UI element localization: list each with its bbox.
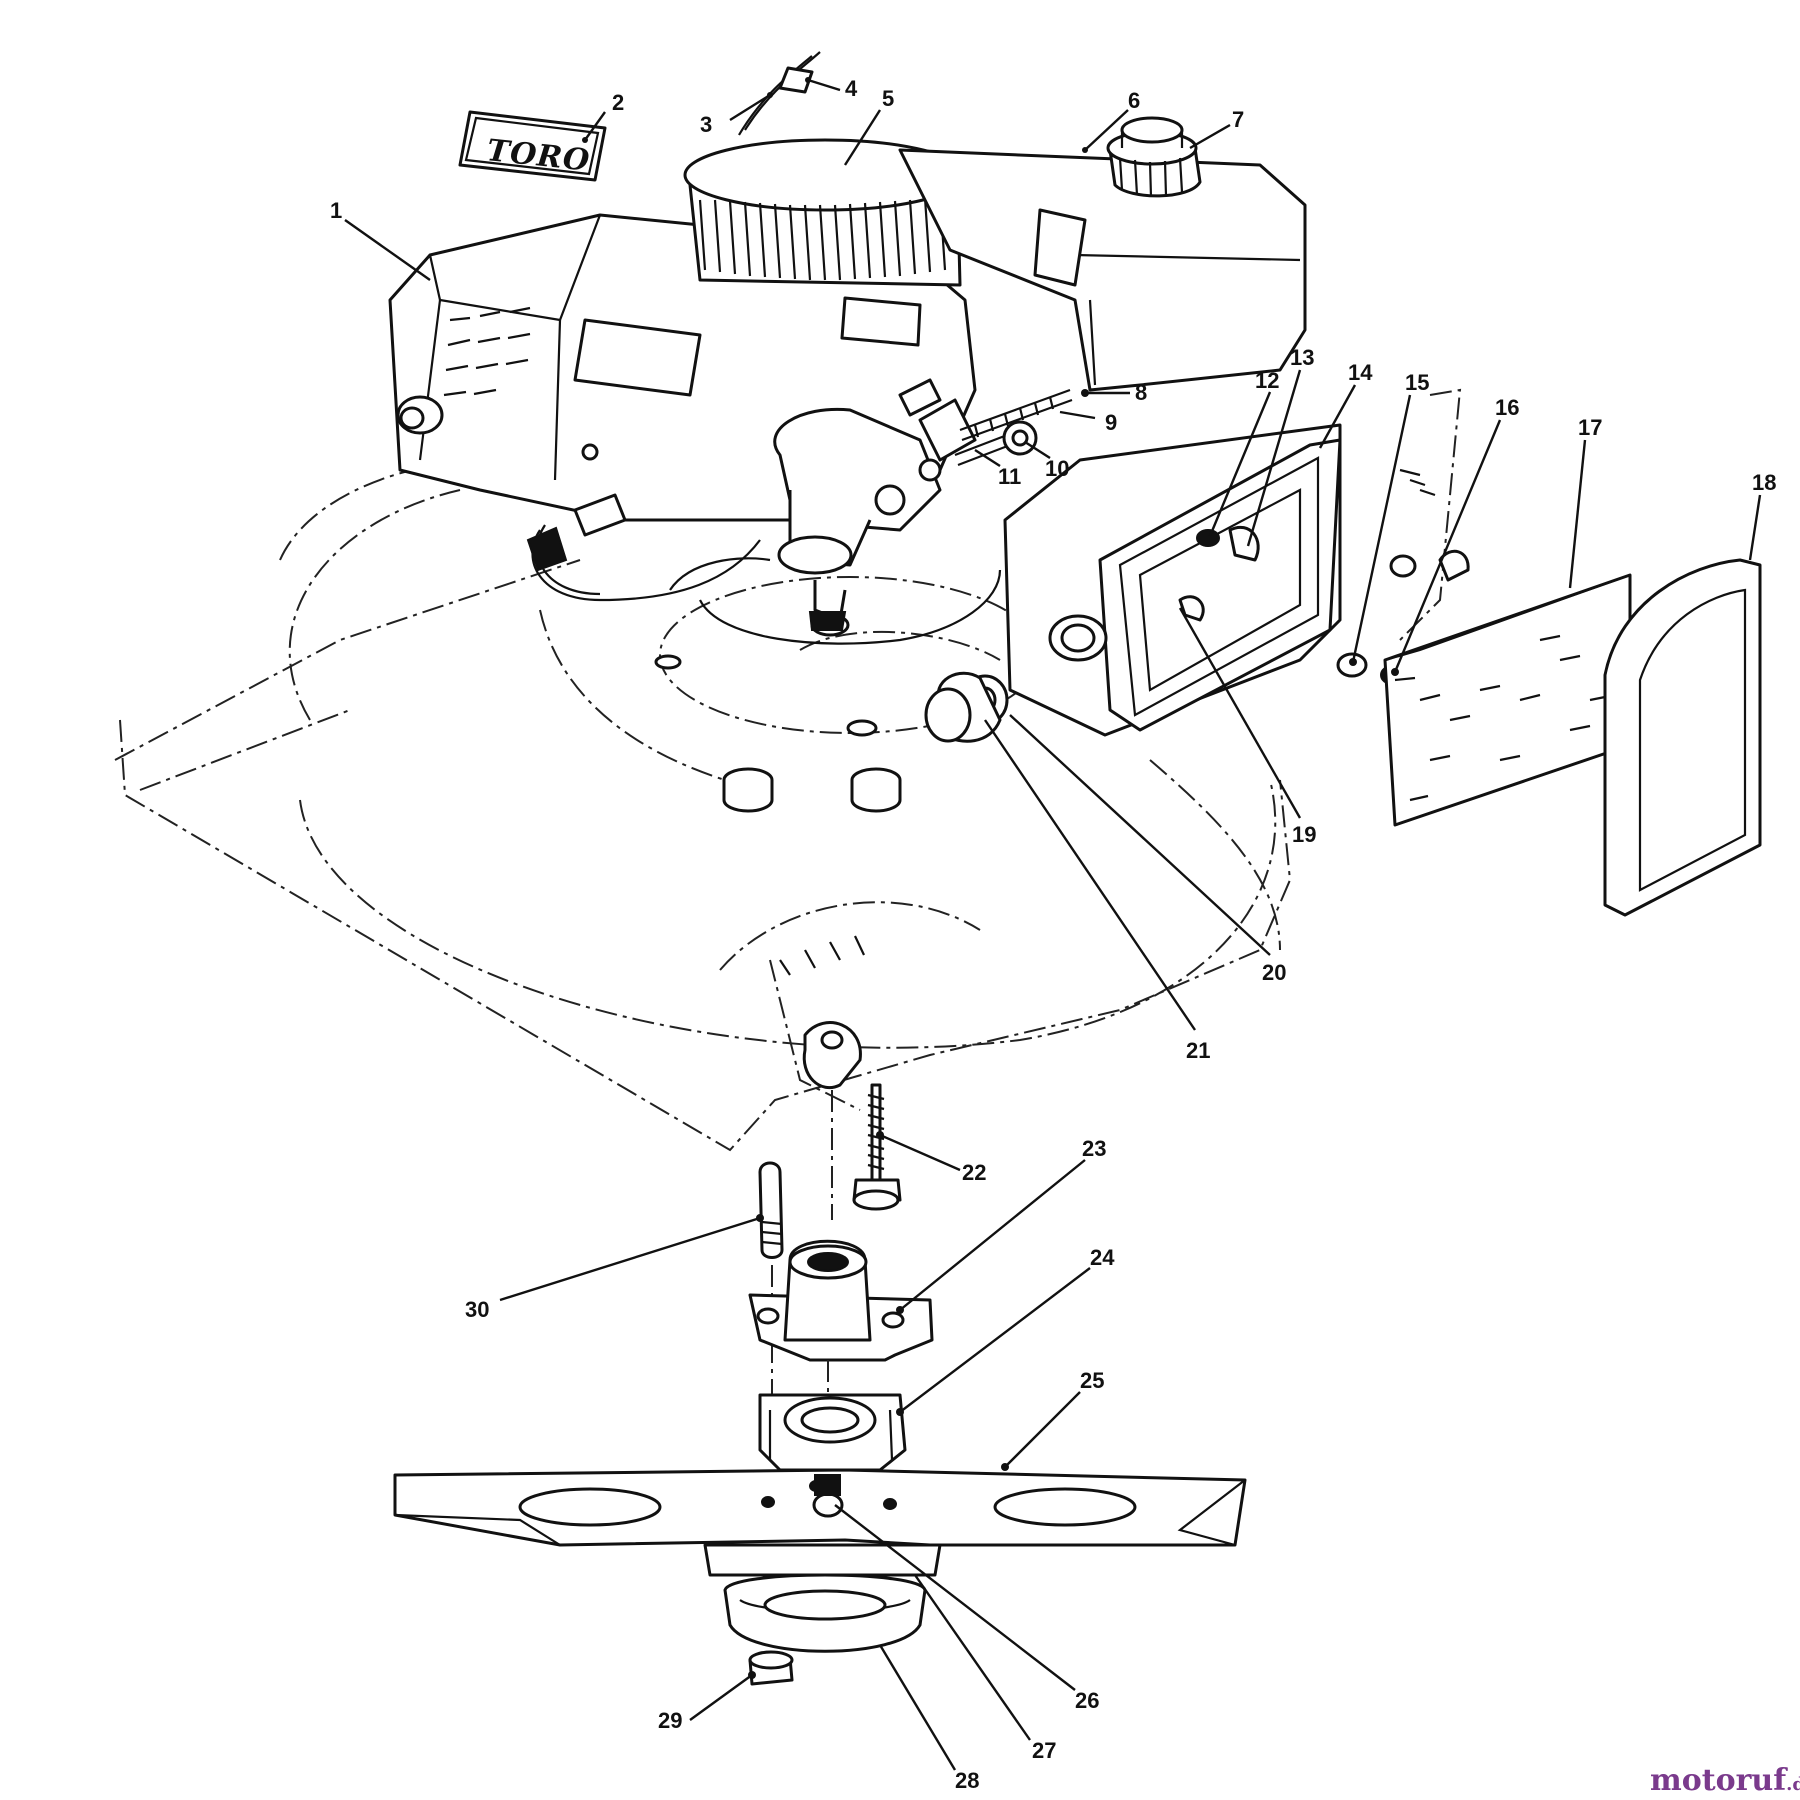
leader-24	[899, 1267, 1091, 1413]
callout-25: 25	[1080, 1368, 1104, 1393]
leader-17	[1568, 439, 1587, 589]
callout-13: 13	[1290, 345, 1314, 370]
leader-16	[1393, 419, 1502, 673]
callout-leaders	[344, 78, 1762, 1771]
callout-labels: 1 2 3 4 5 6 7 8 9 10 11 12 13 14 15 16 1…	[330, 76, 1776, 1793]
mower-deck-outline	[114, 457, 1292, 1152]
callout-5: 5	[882, 86, 894, 111]
air-cleaner-assembly	[924, 388, 1762, 917]
leader-27	[914, 1574, 1031, 1741]
callout-4: 4	[845, 76, 858, 101]
callout-17: 17	[1578, 415, 1602, 440]
callout-27: 27	[1032, 1738, 1056, 1763]
callout-21: 21	[1186, 1038, 1210, 1063]
leader-19	[1178, 607, 1302, 819]
callout-12: 12	[1255, 368, 1279, 393]
callout-10: 10	[1045, 456, 1069, 481]
callout-28: 28	[955, 1768, 979, 1793]
callout-7: 7	[1232, 107, 1244, 132]
callout-11: 11	[998, 464, 1021, 489]
watermark-main: motoruf	[1650, 1763, 1788, 1798]
callout-1: 1	[330, 198, 342, 223]
leader-29	[689, 1674, 753, 1721]
leader-1	[344, 219, 431, 281]
leader-12	[1208, 391, 1272, 537]
callout-23: 23	[1082, 1136, 1106, 1161]
callout-2: 2	[612, 90, 624, 115]
leader-18	[1748, 494, 1762, 561]
leader-10	[1024, 440, 1051, 460]
callout-15: 15	[1405, 370, 1429, 395]
leader-9	[1059, 410, 1096, 420]
leader-11	[974, 448, 1001, 468]
leader-30	[499, 1216, 761, 1302]
callout-dots	[582, 77, 1399, 1679]
leader-28	[878, 1644, 957, 1771]
watermark: motoruf.de	[1650, 1763, 1800, 1798]
watermark-text: motoruf.de	[1650, 1763, 1800, 1798]
toro-logo-decal: TORO	[458, 110, 607, 182]
leader-2	[584, 111, 606, 141]
callout-20: 20	[1262, 960, 1286, 985]
leader-13	[1246, 369, 1302, 547]
callout-8: 8	[1135, 380, 1147, 405]
leader-22	[879, 1133, 961, 1172]
leader-4	[807, 78, 841, 92]
callout-6: 6	[1128, 88, 1140, 113]
leader-5	[843, 109, 882, 166]
callout-19: 19	[1292, 822, 1316, 847]
callout-26: 26	[1075, 1688, 1099, 1713]
callout-14: 14	[1348, 360, 1373, 385]
callout-9: 9	[1105, 410, 1117, 435]
blade-assembly	[393, 1021, 1247, 1686]
leader-14	[1318, 384, 1357, 449]
engine-assembly	[388, 51, 1307, 645]
callout-22: 22	[962, 1160, 986, 1185]
leader-25	[1004, 1391, 1081, 1468]
callout-18: 18	[1752, 470, 1776, 495]
leader-21	[984, 719, 1196, 1031]
leader-15	[1351, 394, 1412, 663]
leader-7	[1189, 123, 1231, 150]
callout-24: 24	[1090, 1245, 1115, 1270]
deck-bosses	[654, 654, 902, 813]
callout-30: 30	[465, 1297, 489, 1322]
leader-3	[729, 93, 771, 122]
callout-29: 29	[658, 1708, 682, 1733]
watermark-suffix: .de	[1786, 1774, 1800, 1795]
leader-6	[1084, 109, 1129, 151]
leader-26	[834, 1504, 1076, 1691]
leader-20	[1009, 714, 1271, 956]
callout-16: 16	[1495, 395, 1519, 420]
callout-3: 3	[700, 112, 712, 137]
leader-23	[899, 1159, 1086, 1311]
